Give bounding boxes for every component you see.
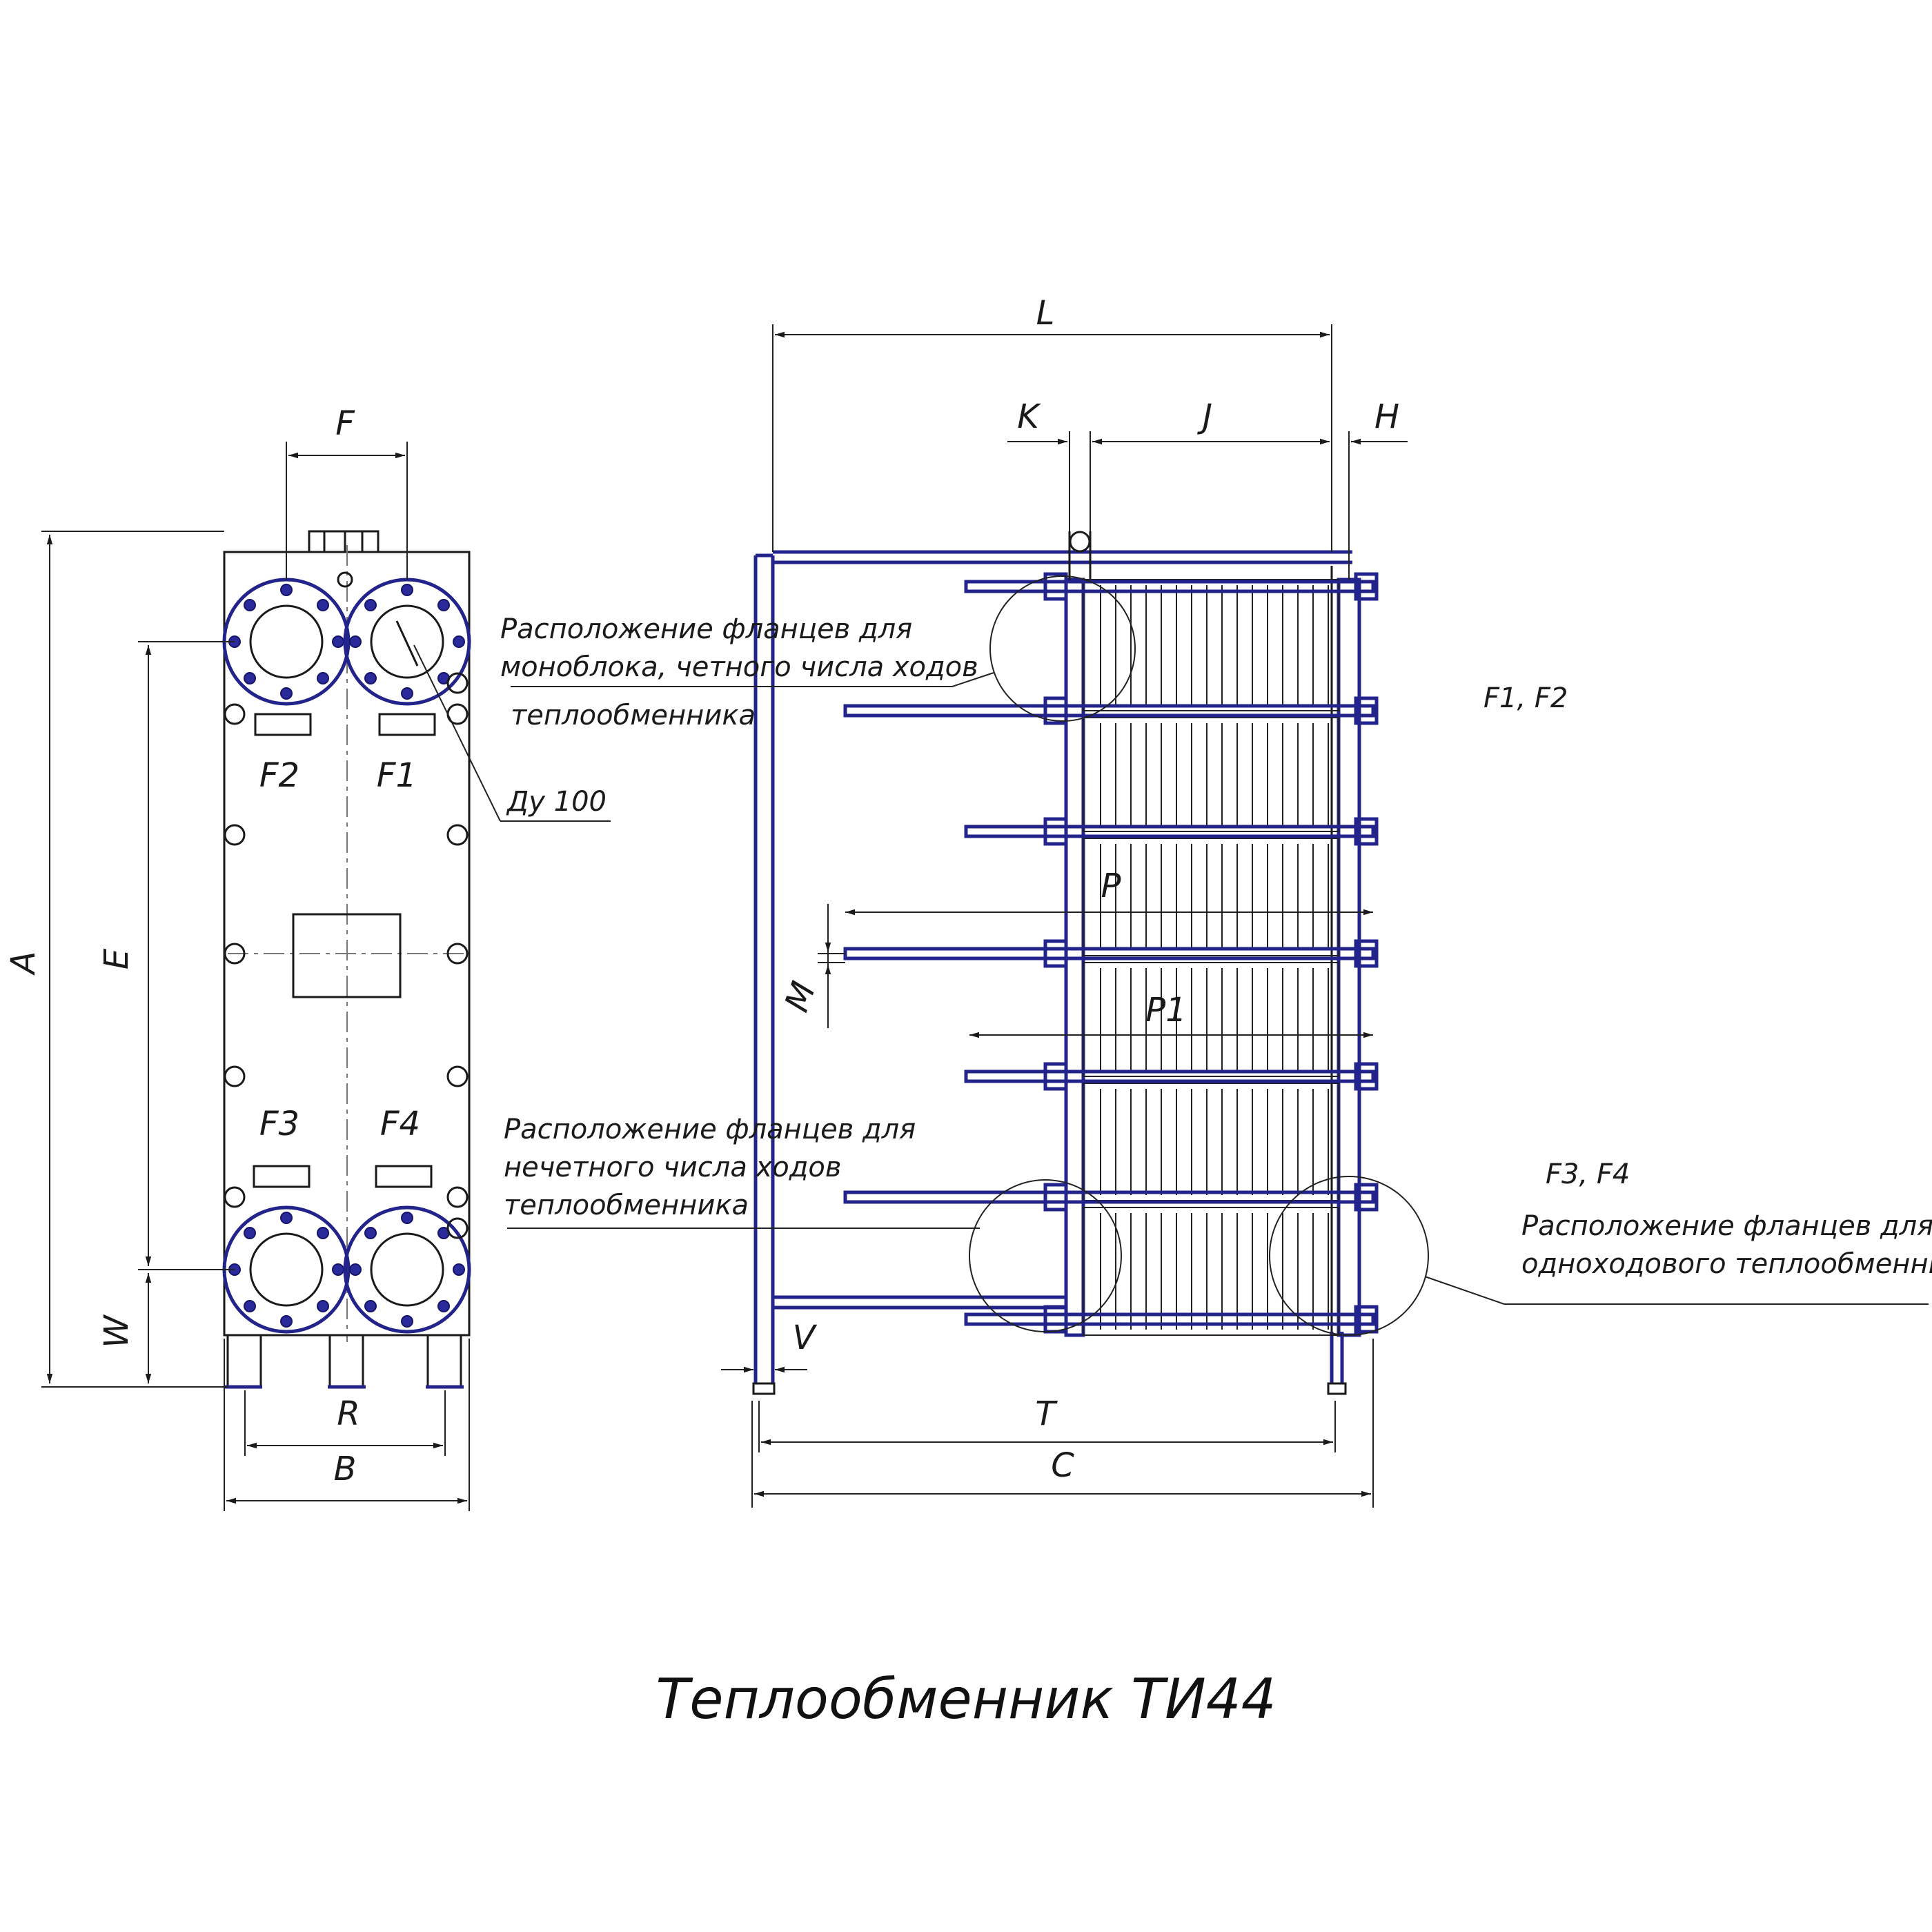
side-bolts <box>224 672 469 1239</box>
note-odd-line2: нечетного числа ходов <box>504 1152 841 1183</box>
detail-circle-even <box>989 575 1136 722</box>
dim-b: B <box>334 1450 357 1488</box>
dim-h: H <box>1374 397 1399 436</box>
note-dn: Ду 100 <box>506 786 607 818</box>
front-view: A E W F R B F2 F1 F3 F4 Ду 100 <box>4 404 611 1511</box>
dim-t: T <box>1035 1394 1058 1433</box>
note-top-ports: F1, F2 <box>1483 682 1568 714</box>
dim-a: A <box>4 952 43 976</box>
plate-pack <box>1083 579 1339 1336</box>
flange-f1 <box>343 578 471 706</box>
note-single-line2: одноходового теплообменника <box>1521 1248 1932 1280</box>
detail-circle-single <box>1269 1176 1429 1336</box>
tie-bolts <box>843 572 1379 1334</box>
port-label-f4: F4 <box>380 1105 420 1143</box>
detail-circle-odd <box>969 1179 1122 1332</box>
dim-v: V <box>793 1319 818 1357</box>
note-even-line2: моноблока, четного числа ходов <box>500 651 978 683</box>
note-single-ports: F3, F4 <box>1546 1159 1630 1190</box>
dim-f: F <box>335 404 355 443</box>
dim-j: J <box>1197 397 1212 436</box>
flange-f2 <box>222 578 351 706</box>
port-label-f3: F3 <box>259 1105 299 1143</box>
dim-c: C <box>1051 1446 1074 1485</box>
drawing-title: Теплообменник ТИ44 <box>656 1667 1276 1731</box>
note-single-line1: Расположение фланцев для <box>1521 1210 1932 1242</box>
dim-m: M <box>778 976 824 1016</box>
dim-p1: P1 <box>1145 991 1186 1029</box>
dim-p: P <box>1101 867 1121 905</box>
note-even-line3: теплообменника <box>511 700 756 731</box>
note-odd-line3: теплообменника <box>504 1190 749 1221</box>
note-odd-line1: Расположение фланцев для <box>504 1114 916 1145</box>
dim-l: L <box>1036 294 1055 333</box>
dim-e: E <box>97 948 136 969</box>
flange-f4 <box>343 1205 471 1334</box>
nameplate <box>292 913 402 998</box>
dim-r: R <box>337 1394 359 1433</box>
port-label-f1: F1 <box>377 756 417 795</box>
flange-f3 <box>222 1205 351 1334</box>
dim-k: K <box>1017 397 1041 436</box>
side-view: L K J H P P1 M V T C <box>500 294 1932 1508</box>
dim-w: W <box>97 1314 136 1348</box>
port-label-f2: F2 <box>259 756 299 795</box>
note-even-line1: Расположение фланцев для <box>500 613 912 645</box>
